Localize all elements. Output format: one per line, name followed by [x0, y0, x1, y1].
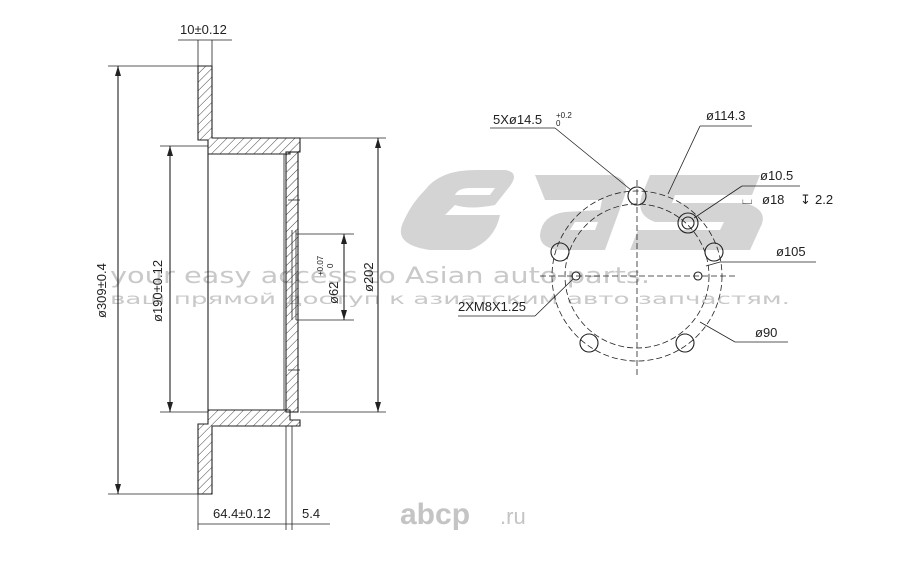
disc-top-flange: [197, 65, 301, 155]
bolt-hole: [579, 333, 599, 353]
watermark-tagline-ru: ваш прямой доступ к азиатским авто запча…: [110, 290, 790, 308]
bolt-hole: [704, 242, 724, 262]
watermark-tagline-en: your easy access to Asian auto parts.: [110, 264, 650, 289]
bolt-hole: [627, 186, 647, 206]
label-depth-symbol: ↧: [800, 192, 811, 207]
bolt-hole: [675, 333, 695, 353]
dim-hub-offset: 5.4: [302, 506, 320, 521]
dim-bore-tol-lower: 0: [326, 263, 335, 268]
brand-domain: .ru: [500, 504, 526, 529]
brand-name: abcp: [400, 498, 470, 531]
dim-outer-diameter: ø309±0.4: [94, 263, 109, 318]
label-thread-holes: 2XM8X1.25: [458, 299, 526, 314]
label-bolt-holes-tol-lower: 0: [556, 119, 561, 128]
dim-total-height: 64.4±0.12: [213, 506, 271, 521]
section-view: 10±0.12 ø309±0.4 ø190±0.12 ø202 ø62 +0.0…: [94, 22, 386, 530]
label-center-circle: ø90: [755, 325, 777, 340]
abcp-brand-logo: abcp .ru: [400, 498, 526, 531]
label-bolt-circle: ø114.3: [706, 108, 746, 123]
dim-bore-tol-upper: +0.07: [316, 255, 325, 276]
thread-hole: [571, 271, 581, 281]
label-bolt-holes-tol-upper: +0.2: [556, 111, 572, 120]
dim-bore-diameter: ø62: [326, 282, 341, 304]
disc-bottom-flange: [197, 409, 301, 495]
eas-logo: [400, 170, 763, 250]
dim-inner-ring-diameter: ø190±0.12: [150, 260, 165, 322]
counterbore-inner: [681, 216, 695, 230]
label-counterbore-diameter: ø10.5: [760, 168, 793, 183]
watermark: your easy access to Asian auto parts. ва…: [110, 170, 790, 308]
label-inner-circle: ø105: [776, 244, 806, 259]
label-counterbore-depth: 2.2: [815, 192, 833, 207]
dim-thickness-top: 10±0.12: [180, 22, 227, 37]
label-counterbore-symbol: ⌴: [742, 192, 752, 207]
label-counterbore-spot: ø18: [762, 192, 784, 207]
front-view: 5Xø14.5 +0.2 0 ø114.3 ø10.5 ⌴ ø18 ↧ 2.2 …: [458, 108, 833, 378]
thread-hole: [693, 271, 703, 281]
label-bolt-holes: 5Xø14.5: [493, 112, 542, 127]
bolt-hole: [550, 242, 570, 262]
counterbore-outer: [677, 212, 699, 234]
dim-hub-diameter: ø202: [361, 262, 376, 292]
